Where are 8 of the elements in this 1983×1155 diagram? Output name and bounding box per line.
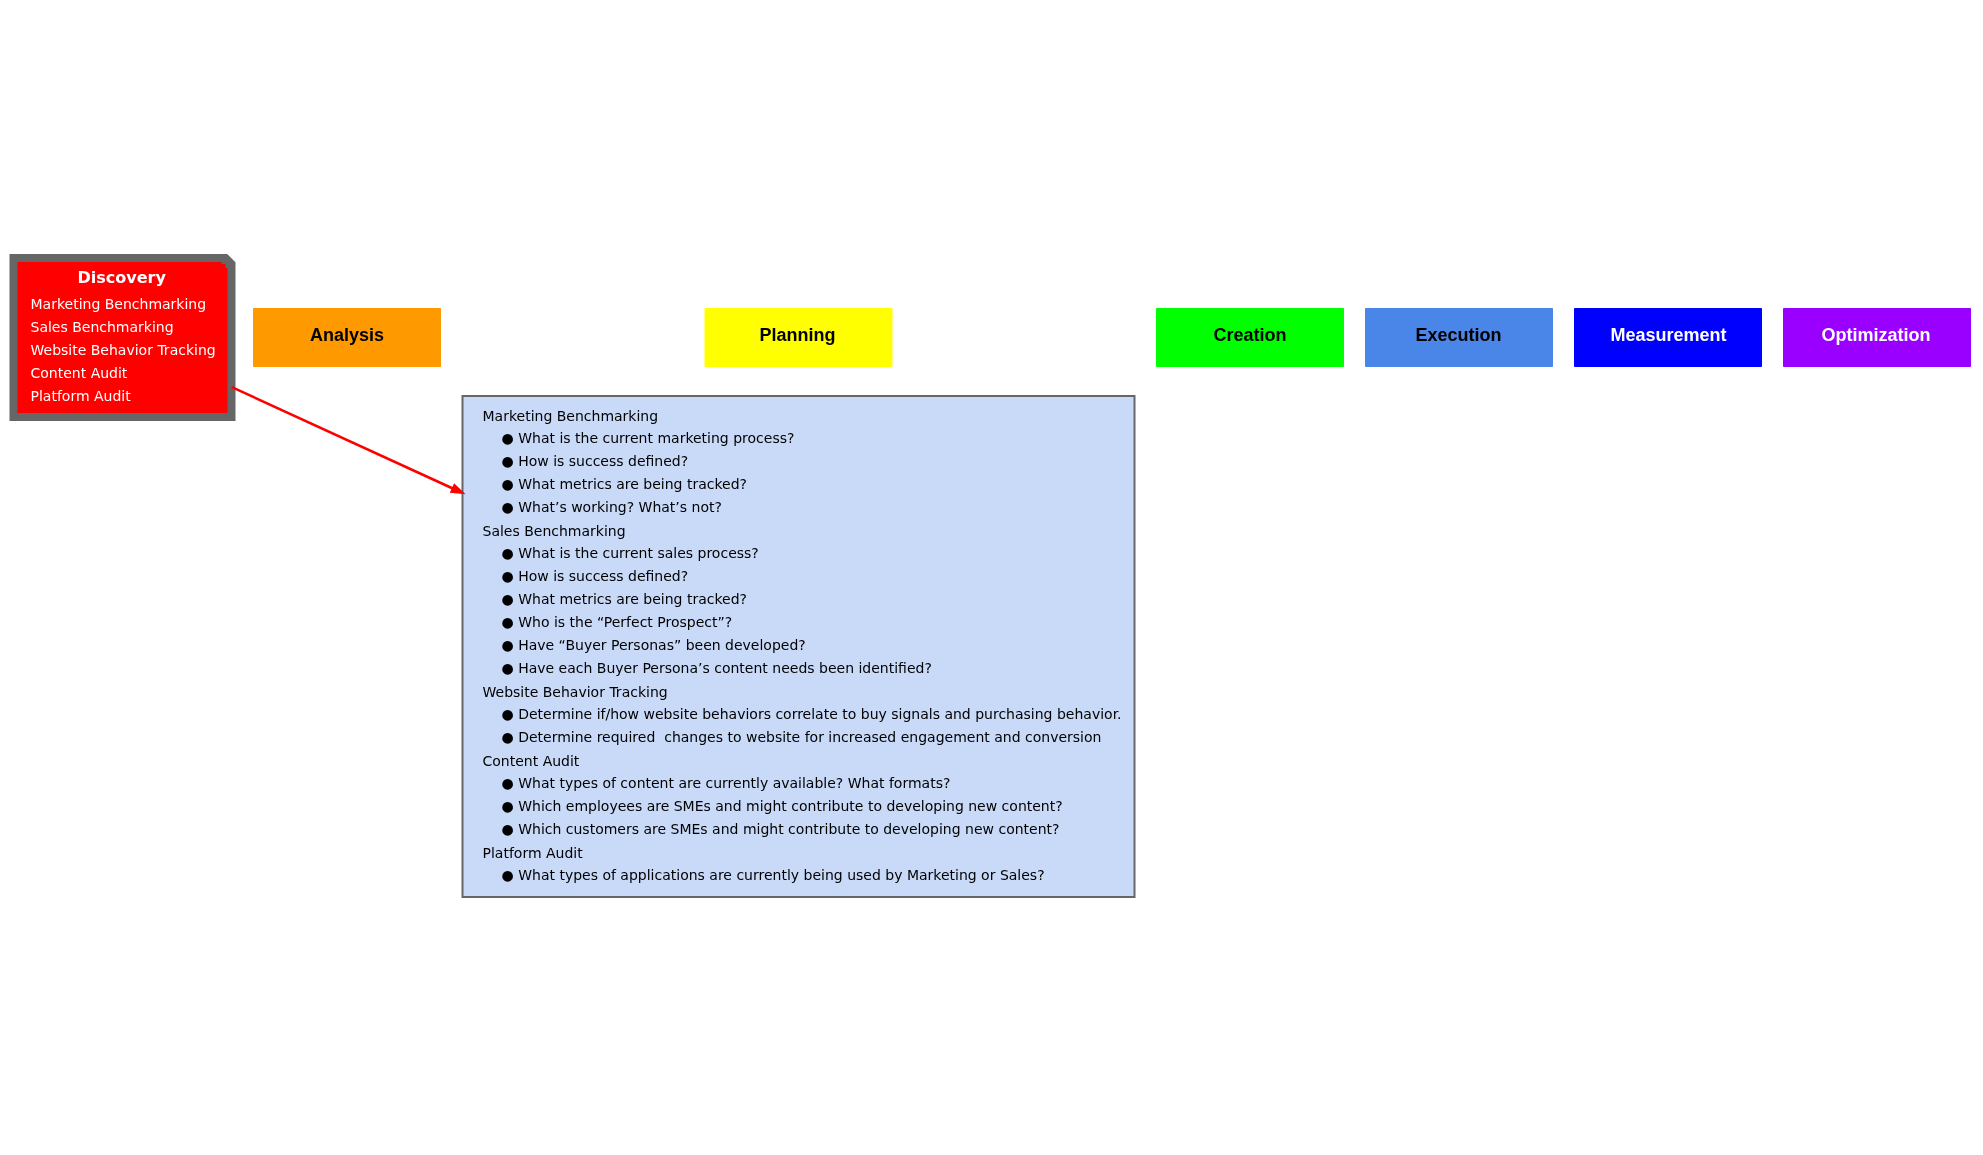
node-box: Marketing Benchmarking ● What is the current marketing process? ● How is success defined? ● What metrics are being tracked? ● What’s working? What’s not? Sales Benchmarking ● What is the current sales process? ● How is success defined? ● What metrics are being tracked? ● Who is the “Perfect Prospect”? ● Have “Buyer Personas” been developed? ● Have each Buyer Persona’s content needs been identified? Website Behavior Tracking ● Determine if/how website behaviors correlate to buy signals and purchasing behavior. ● Determine required changes to website for increased engagement and conversion Content Audit ● What types of content are currently available? What formats? ● Which employees are SMEs and might contribute to developing new content? ● Which customers are SMEs and might contribute to developing new content? Platform Audit ● What types of applications are currently being used by Marketing or Sales?: [461, 395, 1135, 898]
node-box: Analysis: [252, 308, 441, 367]
node-box: Optimization: [1782, 308, 1971, 367]
node-box: Creation: [1155, 308, 1344, 367]
node-box: Execution: [1364, 308, 1553, 367]
node-box: Planning: [704, 308, 892, 367]
arrow: [230, 386, 466, 495]
node-box: Measurement: [1573, 308, 1762, 367]
